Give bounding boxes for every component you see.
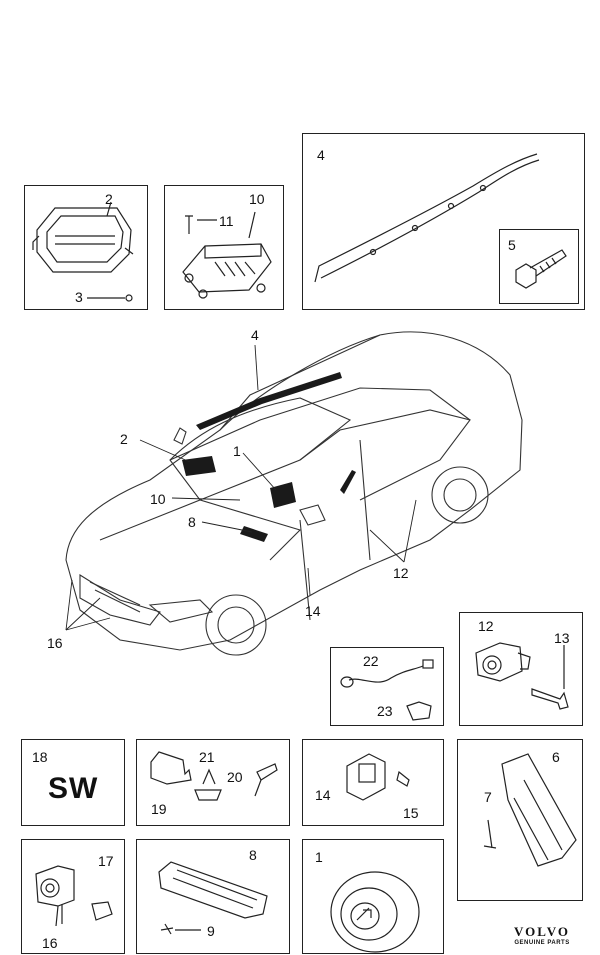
front-sensor-drawing [35, 865, 113, 927]
crash-sensor-drawing [475, 642, 569, 710]
label-17: 17 [98, 853, 114, 869]
label-13: 13 [554, 630, 570, 646]
panel-part-5: 5 [499, 229, 579, 304]
car-callout-4: 4 [251, 327, 259, 343]
label-9: 9 [207, 923, 215, 939]
label-21: 21 [199, 749, 215, 765]
knee-airbag-drawing [158, 861, 268, 935]
car-callout-2: 2 [120, 431, 128, 447]
label-20: 20 [227, 769, 243, 785]
panel-part-4: 4 5 [302, 133, 585, 310]
panel-part-16: 16 17 [21, 839, 125, 954]
label-22: 22 [363, 653, 379, 669]
side-sensor-drawing [346, 753, 410, 801]
side-airbag-drawing [483, 753, 577, 867]
label-3: 3 [75, 289, 83, 305]
car-callout-14: 14 [305, 603, 321, 619]
car-callout-8: 8 [188, 514, 196, 530]
label-6: 6 [552, 749, 560, 765]
logo-subtitle: GENUINE PARTS [514, 940, 570, 946]
logo-brand: VOLVO [514, 924, 570, 939]
car-callout-12: 12 [393, 565, 409, 581]
label-16: 16 [42, 935, 58, 951]
airbag-module-drawing [32, 201, 134, 302]
car-callout-10: 10 [150, 491, 166, 507]
bracket-rivet-drawing [150, 751, 278, 801]
label-14: 14 [315, 787, 331, 803]
label-8: 8 [249, 847, 257, 863]
panel-part-10: 10 11 [164, 185, 284, 310]
panel-part-6: 6 7 [457, 739, 583, 901]
label-23: 23 [377, 703, 393, 719]
steering-wheel-airbag-drawing [330, 871, 420, 953]
label-11: 11 [219, 213, 234, 229]
label-4: 4 [317, 147, 325, 163]
panel-part-18: 18 SW [21, 739, 125, 826]
bolt-drawing [515, 249, 567, 289]
panel-part-8: 8 9 [136, 839, 290, 954]
label-19: 19 [151, 801, 167, 817]
label-15: 15 [403, 805, 419, 821]
sensor-cable-drawing [340, 659, 434, 721]
label-7: 7 [484, 789, 492, 805]
car-callout-1: 1 [233, 443, 241, 459]
curtain-airbag-drawing [314, 153, 540, 283]
panel-part-1: 1 [302, 839, 444, 954]
label-10: 10 [249, 191, 265, 207]
volvo-logo: VOLVO GENUINE PARTS [514, 924, 570, 946]
label-2: 2 [105, 191, 113, 207]
panel-part-22: 22 23 [330, 647, 444, 726]
car-callout-16: 16 [47, 635, 63, 651]
label-1: 1 [315, 849, 323, 865]
label-5: 5 [508, 237, 516, 253]
panel-part-14: 14 15 [302, 739, 444, 826]
panel-part-12: 12 13 [459, 612, 583, 726]
label-18: 18 [32, 749, 48, 765]
panel-part-2: 2 3 [24, 185, 148, 310]
control-unit-drawing [182, 211, 272, 299]
label-12: 12 [478, 618, 494, 634]
software-sw-text: SW [48, 772, 99, 805]
panel-part-19-20-21: 19 21 20 [136, 739, 290, 826]
